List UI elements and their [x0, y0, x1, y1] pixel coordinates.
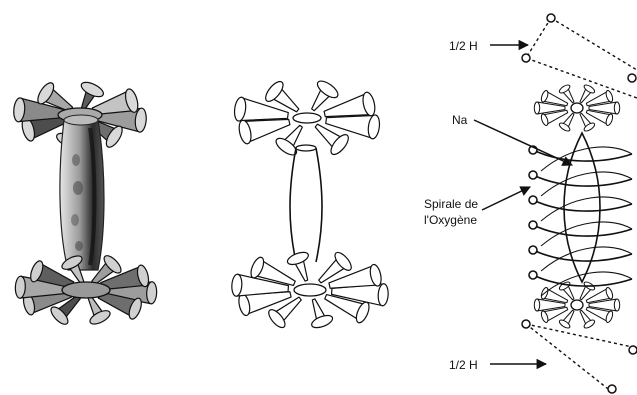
rosette-hub	[294, 284, 326, 296]
line-central-rod	[290, 145, 322, 262]
line-bottom-rosette	[231, 250, 389, 330]
rosette-hub	[293, 113, 321, 123]
spiral-back	[541, 247, 632, 271]
spiral-turn	[533, 175, 632, 186]
schematic-top-rosette	[534, 83, 619, 132]
petal-mouth	[15, 276, 26, 298]
engraving-panel	[13, 79, 157, 327]
petal-mouth	[534, 102, 539, 114]
half-h-top-frame	[526, 18, 637, 98]
oxygen-atom	[529, 171, 537, 179]
rosette-hub	[571, 103, 583, 113]
rosette-hub	[571, 300, 583, 310]
oxygen-spiral	[529, 146, 632, 296]
half-h-bottom-label: 1/2 H	[449, 358, 478, 372]
schematic-bottom-rosette	[534, 280, 619, 329]
spiral-label-line1: Spirale de	[424, 197, 478, 211]
schematic-panel: 1/2 H Na Spirale de l'Oxygène 1/2 H	[424, 14, 637, 393]
spiral-back	[541, 222, 632, 246]
oxygen-atom	[529, 221, 537, 229]
spiral-turn	[533, 200, 632, 211]
rosette-hub	[62, 282, 110, 298]
petal-mouth	[614, 299, 619, 311]
oxygen-atom	[529, 246, 537, 254]
petal-mouth	[614, 102, 619, 114]
petal-mouth	[534, 299, 539, 311]
spiral-turn	[533, 225, 632, 236]
spiral-turn	[533, 250, 632, 261]
sodium-label: Na	[452, 113, 468, 127]
spiral-back	[541, 172, 632, 196]
line-drawing-panel	[231, 78, 389, 330]
spiral-back	[541, 147, 632, 171]
engraving-central-body	[60, 115, 104, 270]
half-h-bottom-frame	[526, 324, 637, 392]
spiral-turn	[533, 150, 632, 161]
oxygen-atom	[529, 196, 537, 204]
spiral-label-line2: l'Oxygène	[424, 213, 477, 227]
spiral-back	[541, 197, 632, 221]
half-h-top-label: 1/2 H	[449, 39, 478, 53]
oxygen-atom	[529, 271, 537, 279]
